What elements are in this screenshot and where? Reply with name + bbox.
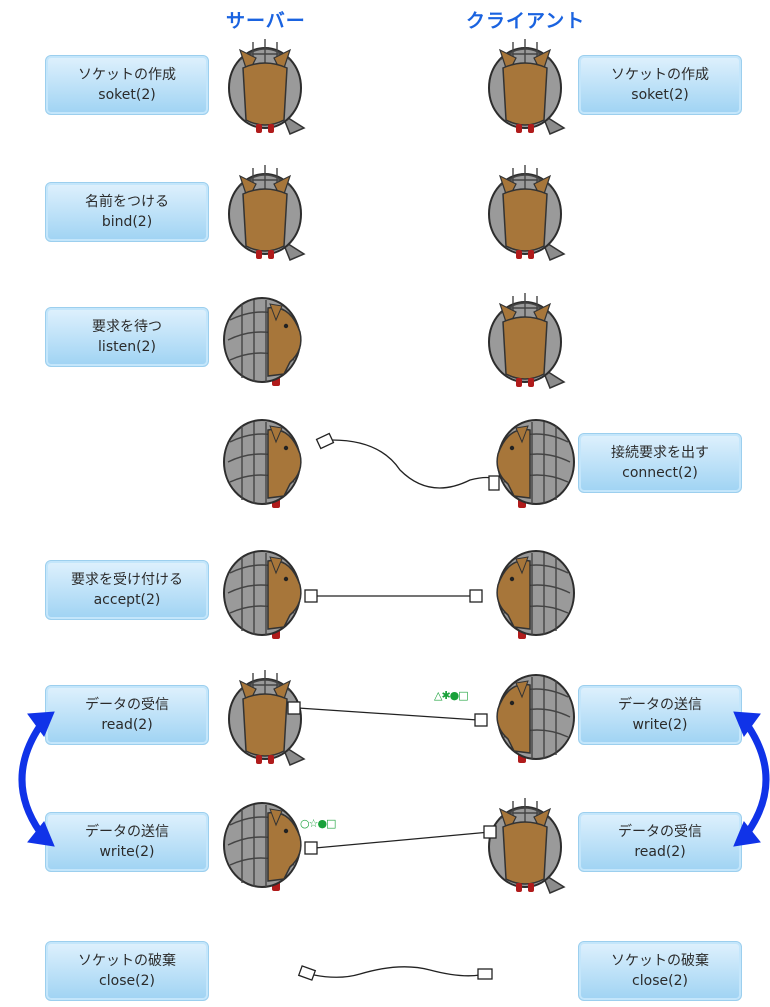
client-payload-label: △✱●□	[434, 689, 469, 702]
server-step-accept: 要求を受け付ける accept(2)	[45, 560, 209, 620]
step-label: ソケットの作成	[611, 67, 709, 83]
plug-icon	[474, 713, 488, 727]
step-call: listen(2)	[98, 339, 156, 355]
step-label: 要求を受け付ける	[71, 572, 183, 588]
step-label: データの送信	[618, 697, 702, 713]
client-step-write: データの送信 write(2)	[578, 685, 742, 745]
arrowhead-icon	[733, 711, 761, 738]
plug-icon	[469, 589, 483, 603]
step-label: ソケットの破棄	[78, 953, 176, 969]
step-call: soket(2)	[98, 87, 156, 103]
read-cable	[297, 707, 479, 721]
server-step-read: データの受信 read(2)	[45, 685, 209, 745]
client-title: クライアント	[466, 10, 586, 32]
step-label: データの受信	[85, 697, 169, 713]
plug-icon	[304, 841, 318, 855]
plug-icon	[287, 701, 301, 715]
plug-icon	[315, 432, 335, 450]
step-call: write(2)	[99, 844, 155, 860]
step-call: read(2)	[101, 717, 153, 733]
server-step-socket: ソケットの作成 soket(2)	[45, 55, 209, 115]
client-step-connect: 接続要求を出す connect(2)	[578, 433, 742, 493]
server-step-close: ソケットの破棄 close(2)	[45, 941, 209, 1001]
server-title: サーバー	[226, 10, 306, 32]
step-label: 名前をつける	[85, 194, 169, 210]
step-call: write(2)	[632, 717, 688, 733]
step-call: bind(2)	[101, 214, 153, 230]
step-call: read(2)	[634, 844, 686, 860]
closed-cable	[313, 966, 481, 978]
plug-icon	[477, 968, 493, 980]
plug-icon	[488, 475, 500, 491]
client-step-socket: ソケットの作成 soket(2)	[578, 55, 742, 115]
client-exchange-arrow-icon	[745, 724, 770, 834]
write-cable	[314, 831, 491, 849]
step-call: accept(2)	[93, 592, 161, 608]
step-label: ソケットの作成	[78, 67, 176, 83]
step-call: connect(2)	[622, 465, 698, 481]
arrowhead-icon	[733, 821, 761, 847]
plug-icon	[297, 965, 317, 981]
server-step-write: データの送信 write(2)	[45, 812, 209, 872]
arrowhead-icon	[27, 821, 55, 847]
plug-icon	[483, 825, 497, 839]
step-call: close(2)	[632, 973, 688, 989]
server-payload-label: ○☆●□	[300, 817, 336, 830]
step-label: データの受信	[618, 824, 702, 840]
arrowhead-icon	[27, 711, 55, 738]
server-step-bind: 名前をつける bind(2)	[45, 182, 209, 242]
server-exchange-arrow-icon	[18, 724, 43, 834]
step-label: データの送信	[85, 824, 169, 840]
step-label: 要求を待つ	[92, 319, 162, 335]
server-step-listen: 要求を待つ listen(2)	[45, 307, 209, 367]
connect-cable	[331, 439, 496, 489]
client-step-close: ソケットの破棄 close(2)	[578, 941, 742, 1001]
plug-icon	[304, 589, 318, 603]
step-call: close(2)	[99, 973, 155, 989]
step-call: soket(2)	[631, 87, 689, 103]
step-label: ソケットの破棄	[611, 953, 709, 969]
step-label: 接続要求を出す	[611, 445, 709, 461]
